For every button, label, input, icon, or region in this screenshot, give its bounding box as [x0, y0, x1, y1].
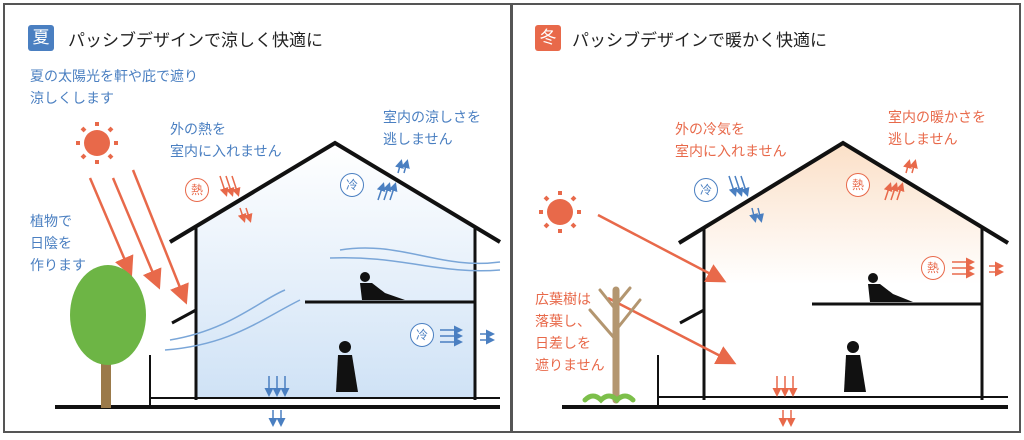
winter-title: パッシブデザインで暖かく快適に [572, 31, 827, 51]
summer-badge: 夏 [28, 25, 54, 51]
heat-icon: 熱 [846, 173, 870, 197]
bare-tree-icon [582, 286, 642, 404]
people-silhouettes [336, 272, 913, 392]
tree-icon [70, 265, 146, 408]
cold-icon: 冷 [694, 178, 718, 202]
tree-note: 広葉樹は落葉し、日差しを遮りません [535, 292, 605, 374]
flow-arrows-winter [728, 159, 1004, 427]
heat-note: 外の熱を室内に入れません [170, 122, 282, 160]
summer-house [55, 140, 502, 409]
cold-note: 外の冷気を室内に入れません [675, 122, 787, 160]
winter-panel [511, 3, 1021, 433]
cool-note: 室内の涼しさを逃しません [383, 110, 481, 148]
winter-house [562, 140, 1010, 409]
heat-icon: 熱 [921, 256, 945, 280]
warm-note: 室内の暖かさを逃しません [888, 110, 986, 148]
cold-icon: 冷 [410, 323, 434, 347]
sun-note: 夏の太陽光を軒や庇で遮り涼しくします [30, 69, 198, 107]
heat-icon: 熱 [185, 178, 209, 202]
sun-rays-winter [597, 213, 737, 365]
flow-arrows-summer [219, 159, 495, 427]
sun-icon [76, 122, 118, 164]
sun-rays [88, 169, 189, 305]
sun-icon-winter [539, 191, 581, 233]
plant-note: 植物で日陰を作ります [30, 214, 86, 274]
winter-badge: 冬 [535, 25, 561, 51]
summer-title: パッシブデザインで涼しく快適に [68, 31, 323, 51]
cold-icon: 冷 [340, 173, 364, 197]
